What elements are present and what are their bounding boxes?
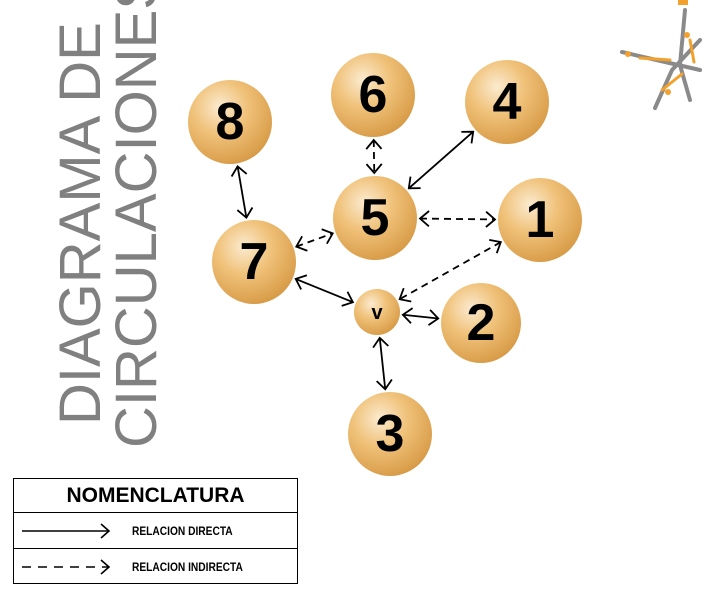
node-4: 4 (465, 60, 549, 144)
arrowhead-icon (365, 163, 383, 175)
node-8: 8 (188, 80, 272, 164)
dashed-arrow-icon (22, 559, 111, 575)
abstract-star-logo-icon (620, 0, 702, 110)
arrowhead-icon (376, 378, 393, 391)
node-label: v (371, 302, 383, 324)
arrowhead-icon (365, 138, 383, 150)
node-label: 3 (376, 405, 405, 463)
arrowhead-icon (236, 207, 254, 220)
arrowhead-icon (485, 211, 497, 228)
arrowhead-icon (418, 210, 430, 227)
arrowhead-icon (372, 336, 389, 349)
node-2: 2 (441, 283, 521, 363)
node-5: 5 (333, 176, 417, 260)
arrowhead-icon (294, 274, 308, 290)
legend-item-directa: RELACION DIRECTA (14, 513, 297, 549)
node-label: 5 (361, 189, 390, 247)
arrowhead-icon (401, 307, 414, 324)
arrowhead-icon (398, 287, 412, 303)
node-label: 8 (216, 93, 245, 151)
edge-5-1 (418, 210, 497, 228)
node-v: v (354, 289, 400, 335)
arrowhead-icon (489, 238, 503, 254)
node-3: 3 (348, 392, 432, 476)
node-label: 1 (526, 191, 555, 249)
edge-7-5 (294, 228, 335, 252)
arrowhead-icon (407, 176, 421, 190)
solid-arrow-icon (22, 522, 111, 539)
arrowhead-icon (294, 235, 308, 252)
node-circle (333, 176, 417, 260)
legend: NOMENCLATURA RELACION DIRECTA RELACION I… (13, 478, 298, 584)
edge-line-directa (402, 313, 439, 320)
node-circle (188, 80, 272, 164)
arrowhead-icon (341, 291, 355, 307)
edge-1-v (398, 238, 503, 303)
node-circle (212, 220, 296, 304)
nodes-layer: 8 6 4 5 1 7 v 2 3 (188, 53, 582, 476)
node-label: 4 (493, 73, 522, 131)
edge-line-indirecta (399, 241, 502, 301)
node-label: 2 (467, 294, 496, 352)
node-circle (331, 53, 415, 137)
edge-6-5 (365, 138, 383, 175)
legend-item-indirecta: RELACION INDIRECTA (14, 549, 297, 585)
arrowhead-icon (461, 130, 475, 144)
edges-layer (230, 130, 503, 391)
edge-line-directa (295, 278, 354, 304)
node-circle (348, 392, 432, 476)
edge-v-3 (372, 336, 393, 391)
edge-line-directa (378, 337, 387, 390)
edge-line-directa (408, 131, 474, 189)
node-label: 7 (240, 233, 269, 291)
node-label: 6 (359, 66, 388, 124)
legend-label-indirecta: RELACION INDIRECTA (132, 560, 243, 574)
node-1: 1 (498, 178, 582, 262)
edge-7-v (294, 274, 355, 307)
edge-8-7 (230, 164, 254, 220)
node-circle (465, 60, 549, 144)
edge-line-directa (236, 166, 248, 218)
legend-header: NOMENCLATURA (14, 479, 297, 513)
edge-line-indirecta (419, 217, 496, 221)
edge-v-2 (401, 307, 440, 326)
node-7: 7 (212, 220, 296, 304)
legend-label-directa: RELACION DIRECTA (132, 523, 233, 538)
arrowhead-icon (427, 309, 440, 326)
arrowhead-icon (321, 228, 335, 245)
arrowhead-icon (230, 164, 248, 177)
node-circle (354, 289, 400, 335)
node-circle (441, 283, 521, 363)
edge-4-5 (407, 130, 475, 190)
node-circle (498, 178, 582, 262)
edge-line-indirecta (372, 139, 376, 174)
node-6: 6 (331, 53, 415, 137)
edge-line-indirecta (295, 232, 334, 248)
